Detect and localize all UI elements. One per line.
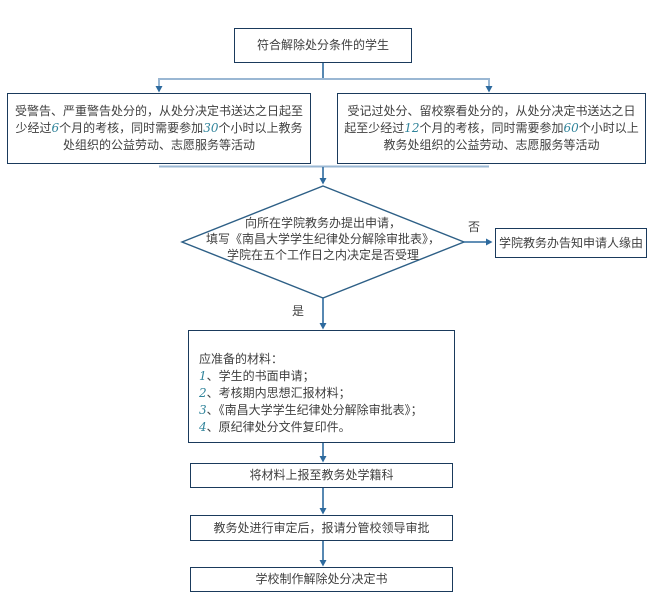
arrowhead-materials-box: [319, 323, 327, 330]
materials-item-3-text: 、《南昌大学学生纪律处分解除审批表》；: [206, 403, 423, 417]
arrowhead-final-box: [319, 560, 327, 567]
materials-item-4-number: 4: [199, 420, 207, 434]
start-node: 符合解除处分条件的学生: [234, 28, 412, 63]
condition-demerit-text-part3: 个小时以上教务处组织的公益劳动、志愿服务等活动: [383, 121, 639, 152]
materials-item-2: 2、考核期内思想汇报材料；: [199, 385, 448, 402]
condition-warning-text-part3: 个小时以上教务处组织的公益劳动、志愿服务等活动: [62, 121, 303, 152]
yes-branch-label: 是: [292, 304, 305, 318]
no-branch-label: 否: [468, 220, 481, 234]
review-approval-node: 教务处进行审定后，报请分管校领导审批: [190, 515, 453, 541]
condition-warning-node: 受警告、严重警告处分的，从处分决定书送达之日起至少经过6个月的考核，同时需要参加…: [7, 93, 311, 164]
months-6-highlight: 6: [51, 121, 60, 135]
submit-materials-label: 将材料上报至教务处学籍科: [249, 468, 394, 482]
materials-item-4: 4、原纪律处分文件复印件。: [199, 419, 448, 436]
condition-warning-text: 受警告、严重警告处分的，从处分决定书送达之日起至少经过6个月的考核，同时需要参加…: [14, 103, 304, 154]
arrowhead-review-box: [319, 508, 327, 515]
materials-item-1-text: 、学生的书面申请；: [206, 369, 315, 383]
notify-applicant-node: 学院教务办告知申请人缘由: [495, 228, 647, 258]
condition-demerit-text-part2: 个月的考核，同时需要参加: [419, 121, 564, 135]
review-approval-label: 教务处进行审定后，报请分管校领导审批: [213, 520, 430, 535]
arrowhead-submit-box: [319, 456, 327, 463]
condition-demerit-text: 受记过处分、留校察看处分的，从处分决定书送达之日起至少经过12个月的考核，同时需…: [344, 103, 639, 154]
materials-item-3-number: 3: [199, 403, 207, 417]
arrowhead-diamond: [319, 178, 327, 185]
hours-30-highlight: 30: [203, 121, 219, 135]
materials-node: 应准备的材料： 1、学生的书面申请； 2、考核期内思想汇报材料； 3、《南昌大学…: [188, 330, 455, 443]
materials-item-2-text: 、考核期内思想汇报材料；: [206, 386, 351, 400]
arrowhead-left-box: [155, 86, 163, 93]
condition-demerit-node: 受记过处分、留校察看处分的，从处分决定书送达之日起至少经过12个月的考核，同时需…: [337, 93, 646, 164]
hours-60-highlight: 60: [563, 121, 579, 135]
decision-node-text: 向所在学院教务办提出申请， 填写《南昌大学学生纪律处分解除审批表》， 学院在五个…: [183, 215, 463, 263]
materials-item-1: 1、学生的书面申请；: [199, 368, 448, 385]
months-12-highlight: 12: [404, 121, 420, 135]
decision-line-1: 向所在学院教务办提出申请，: [244, 216, 401, 230]
notify-applicant-label: 学院教务办告知申请人缘由: [498, 235, 643, 250]
arrowhead-notify-box: [486, 238, 493, 246]
arrowhead-right-box: [485, 86, 493, 93]
final-decision-label: 学校制作解除处分决定书: [255, 572, 388, 586]
connector-split-bar: [158, 78, 490, 90]
decision-line-3: 学院在五个工作日之内决定是否受理: [226, 248, 419, 262]
materials-title: 应准备的材料：: [199, 352, 284, 366]
decision-line-2: 填写《南昌大学学生纪律处分解除审批表》，: [205, 232, 440, 246]
materials-item-1-number: 1: [199, 369, 207, 383]
materials-item-4-text: 、原纪律处分文件复印件。: [206, 420, 351, 434]
condition-demerit-text-part1: 受记过处分、留校察看处分的，从处分决定书送达之日起至少经过: [344, 104, 636, 135]
materials-item-3: 3、《南昌大学学生纪律处分解除审批表》；: [199, 402, 448, 419]
submit-materials-node: 将材料上报至教务处学籍科: [190, 463, 453, 488]
condition-warning-text-part2: 个月的考核，同时需要参加: [59, 121, 204, 135]
materials-item-2-number: 2: [199, 386, 207, 400]
final-decision-node: 学校制作解除处分决定书: [190, 567, 453, 592]
start-node-label: 符合解除处分条件的学生: [256, 38, 389, 52]
condition-warning-text-part1: 受警告、严重警告处分的，从处分决定书送达之日起至少经过: [14, 104, 303, 135]
